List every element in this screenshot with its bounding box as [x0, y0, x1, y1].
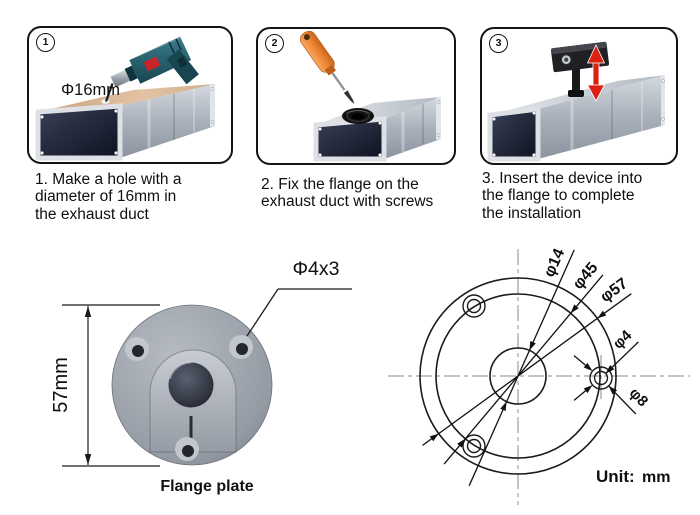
- step-3-badge: 3: [489, 34, 508, 53]
- screw-icon: [343, 90, 355, 104]
- step-1-badge: 1: [36, 33, 55, 52]
- dim-label-inner-diameter: φ14: [541, 246, 568, 280]
- flange-plate-caption: Flange plate: [160, 478, 254, 495]
- flange-height-dimension-label: 57mm: [50, 357, 72, 413]
- caption-line: exhaust duct with screws: [261, 193, 434, 211]
- exhaust-duct-illustration: [313, 97, 441, 162]
- flange-plate-photo: [111, 304, 273, 466]
- flange-outline-circles: [419, 277, 617, 475]
- hole-diameter-overlay-label: Φ16mm: [61, 81, 120, 99]
- flange-photo-figure: 57mm Φ4x3: [50, 258, 352, 467]
- flange-dimension-drawing: φ14 φ45 φ57 φ4 φ8 Unit: mm: [388, 246, 690, 505]
- caption-line: the installation: [482, 204, 582, 222]
- hole-callout-leader: [246, 288, 352, 337]
- step-2-panel: 2: [256, 27, 456, 165]
- boss-slit: [189, 416, 193, 452]
- insert-direction-arrow-icon: [586, 44, 606, 102]
- step-2-photo: [299, 30, 441, 162]
- step-1-caption: 1. Make a hole with a diameter of 16mm i…: [35, 171, 240, 223]
- dim-label-counterbore-diameter: φ8: [626, 385, 651, 411]
- drill-icon: [104, 36, 199, 102]
- caption-line: 1. Make a hole with a: [35, 171, 182, 188]
- step-3-photo: [487, 41, 665, 162]
- centerlines: [388, 249, 690, 505]
- dim-label-bolt-circle-diameter: φ45: [570, 259, 602, 292]
- dimension-arrowheads: [429, 304, 618, 448]
- drilled-hole: [100, 98, 111, 105]
- step-1-photo: Φ16mm: [35, 36, 215, 161]
- bolt-holes: [462, 294, 613, 458]
- flange-screw-hole: [125, 337, 149, 361]
- flange-screw-hole: [229, 335, 253, 359]
- exhaust-duct-illustration: [35, 84, 215, 161]
- flange-screw-hole: [175, 437, 199, 461]
- caption-line: 2. Fix the flange on the: [261, 176, 419, 193]
- caption-line: the exhaust duct: [35, 205, 149, 223]
- step-2-caption: 2. Fix the flange on the exhaust duct wi…: [261, 176, 466, 211]
- step-3-caption: 3. Insert the device into the flange to …: [482, 170, 687, 222]
- caption-line: 3. Insert the device into: [482, 170, 643, 187]
- unit-value: mm: [642, 469, 670, 486]
- caption-line: diameter of 16mm in: [35, 188, 177, 206]
- height-dimension: [62, 304, 160, 467]
- screwdriver-icon: [299, 30, 355, 104]
- step-2-badge: 2: [265, 34, 284, 53]
- flange-hole-count-label: Φ4x3: [293, 258, 340, 280]
- flange-ring-icon: [342, 108, 374, 124]
- dim-label-outer-diameter: φ57: [597, 275, 631, 306]
- step-3-panel: 3: [480, 27, 678, 165]
- unit-label: Unit:: [596, 467, 635, 486]
- caption-line: the flange to complete: [482, 187, 635, 205]
- step-1-panel: 1: [27, 26, 233, 164]
